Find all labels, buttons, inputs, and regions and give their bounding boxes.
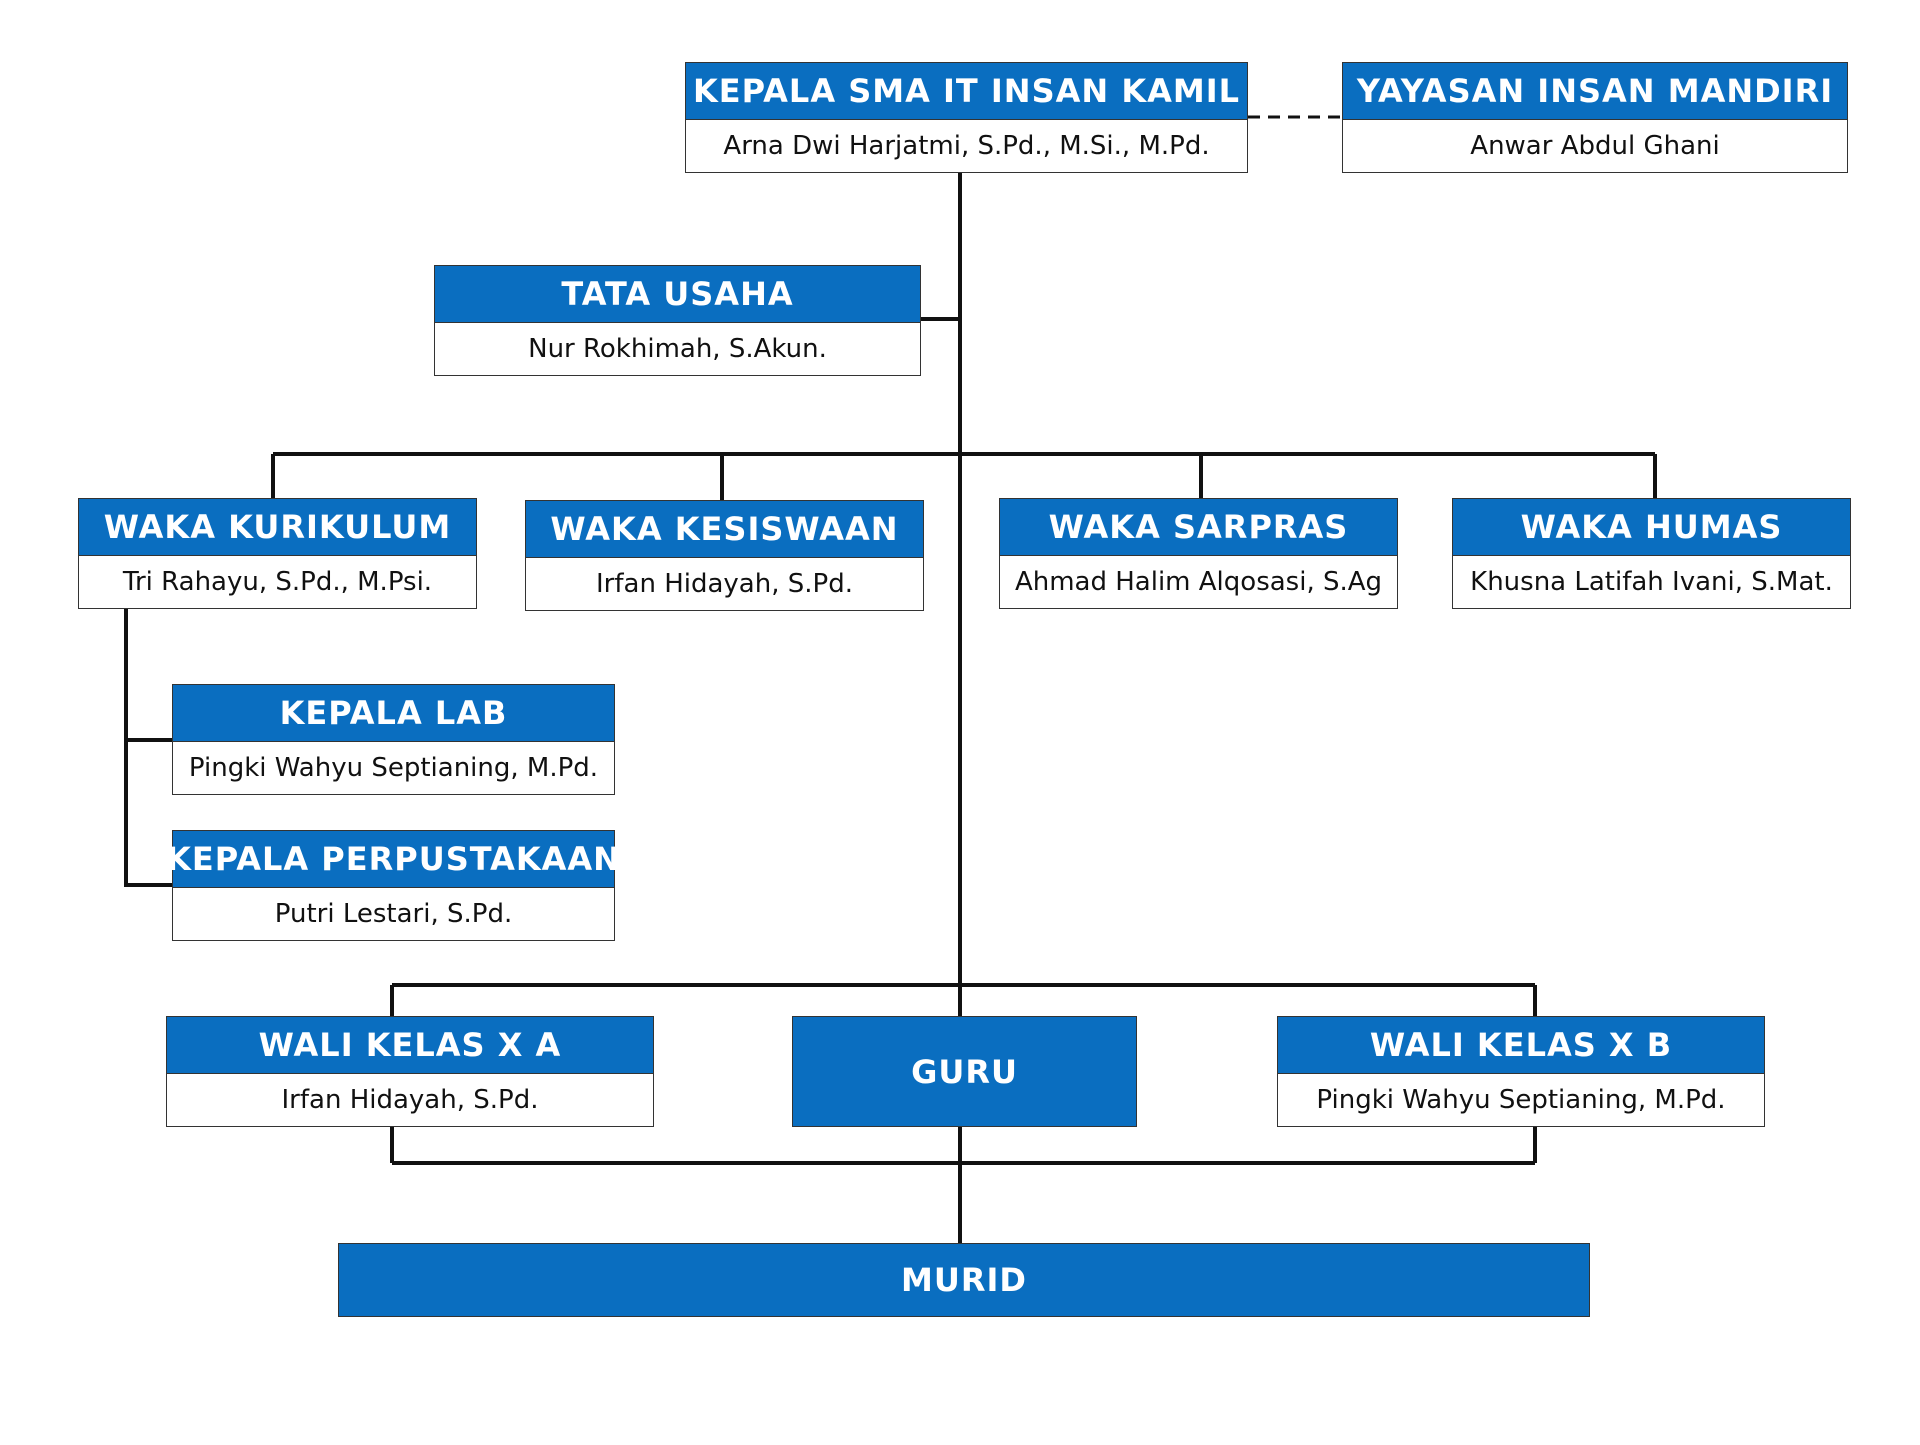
waka-sarpras-title: WAKA SARPRAS (1000, 499, 1397, 556)
kepala-perpustakaan-name: Putri Lestari, S.Pd. (274, 899, 513, 929)
kepala-lab-name: Pingki Wahyu Septianing, M.Pd. (188, 753, 599, 783)
kepala-sekolah-title: KEPALA SMA IT INSAN KAMIL (686, 63, 1247, 120)
wali-kelas-xb-name: Pingki Wahyu Septianing, M.Pd. (1316, 1085, 1726, 1115)
wali-kelas-xa-box: WALI KELAS X A Irfan Hidayah, S.Pd. (166, 1016, 654, 1127)
waka-humas-title: WAKA HUMAS (1453, 499, 1850, 556)
wali-kelas-xb-title: WALI KELAS X B (1278, 1017, 1764, 1074)
kepala-perpustakaan-title: KEPALA PERPUSTAKAAN (166, 831, 620, 888)
wali-kelas-xa-title: WALI KELAS X A (167, 1017, 653, 1074)
kepala-lab-box: KEPALA LAB Pingki Wahyu Septianing, M.Pd… (172, 684, 615, 795)
tata-usaha-box: TATA USAHA Nur Rokhimah, S.Akun. (434, 265, 921, 376)
waka-sarpras-box: WAKA SARPRAS Ahmad Halim Alqosasi, S.Ag (999, 498, 1398, 609)
kepala-sekolah-name: Arna Dwi Harjatmi, S.Pd., M.Si., M.Pd. (723, 131, 1210, 161)
waka-kurikulum-title: WAKA KURIKULUM (79, 499, 476, 556)
waka-kesiswaan-title: WAKA KESISWAAN (526, 501, 923, 558)
tata-usaha-name: Nur Rokhimah, S.Akun. (528, 334, 827, 364)
yayasan-box: YAYASAN INSAN MANDIRI Anwar Abdul Ghani (1342, 62, 1848, 173)
yayasan-title: YAYASAN INSAN MANDIRI (1343, 63, 1847, 120)
wali-kelas-xa-name: Irfan Hidayah, S.Pd. (281, 1085, 539, 1115)
waka-sarpras-name: Ahmad Halim Alqosasi, S.Ag (1014, 567, 1383, 597)
waka-kesiswaan-box: WAKA KESISWAAN Irfan Hidayah, S.Pd. (525, 500, 924, 611)
waka-humas-box: WAKA HUMAS Khusna Latifah Ivani, S.Mat. (1452, 498, 1851, 609)
tata-usaha-title: TATA USAHA (435, 266, 920, 323)
kepala-lab-title: KEPALA LAB (173, 685, 614, 742)
kepala-perpustakaan-box: KEPALA PERPUSTAKAAN Putri Lestari, S.Pd. (166, 830, 620, 941)
guru-box: GURU (792, 1016, 1137, 1127)
murid-box: MURID (338, 1243, 1590, 1317)
waka-humas-name: Khusna Latifah Ivani, S.Mat. (1470, 567, 1833, 597)
yayasan-name: Anwar Abdul Ghani (1470, 131, 1720, 161)
wali-kelas-xb-box: WALI KELAS X B Pingki Wahyu Septianing, … (1277, 1016, 1765, 1127)
kepala-sekolah-box: KEPALA SMA IT INSAN KAMIL Arna Dwi Harja… (685, 62, 1248, 173)
waka-kurikulum-name: Tri Rahayu, S.Pd., M.Psi. (122, 567, 433, 597)
waka-kurikulum-box: WAKA KURIKULUM Tri Rahayu, S.Pd., M.Psi. (78, 498, 477, 609)
waka-kesiswaan-name: Irfan Hidayah, S.Pd. (596, 569, 853, 599)
